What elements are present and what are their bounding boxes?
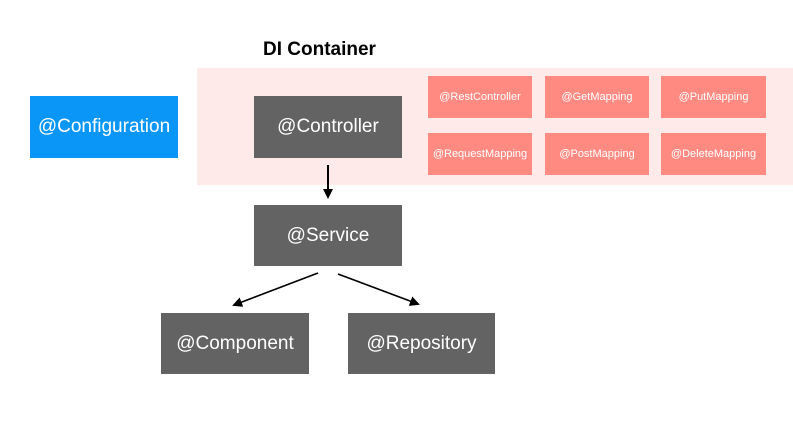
service-node: @Service: [254, 205, 402, 266]
arrow-service-to-repository: [337, 273, 420, 306]
mapping-node: @DeleteMapping: [661, 133, 766, 175]
mapping-node: @PutMapping: [661, 76, 766, 118]
mapping-node: @RestController: [428, 76, 532, 118]
repository-node: @Repository: [348, 313, 495, 374]
arrow-service-to-component: [232, 272, 319, 307]
controller-node: @Controller: [254, 96, 402, 158]
mapping-node: @PostMapping: [545, 133, 649, 175]
mapping-node: @RequestMapping: [428, 133, 532, 175]
mapping-node: @GetMapping: [545, 76, 649, 118]
configuration-node: @Configuration: [30, 96, 178, 158]
component-node: @Component: [161, 313, 309, 374]
di-container-title: DI Container: [263, 39, 376, 60]
